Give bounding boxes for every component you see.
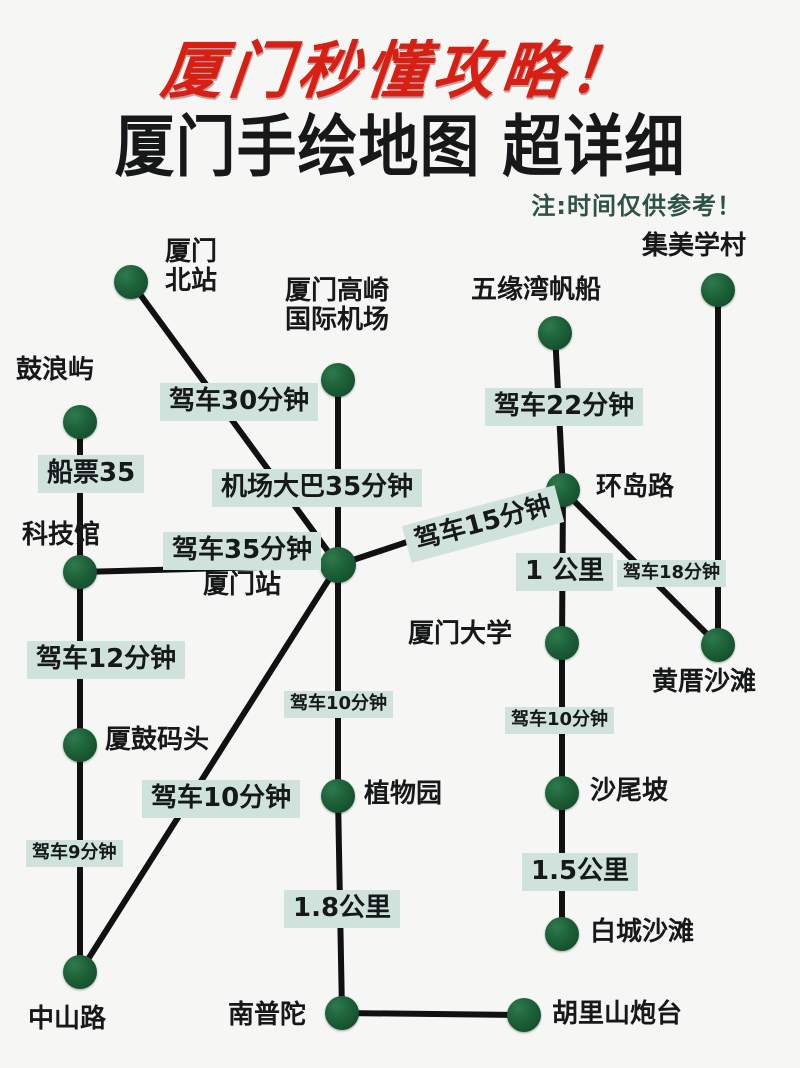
map-node-label-airport: 厦门高崎 国际机场 — [285, 276, 390, 336]
map-node-baicheng_beach[interactable] — [545, 917, 579, 951]
map-node-label-wuyuanwan: 五缘湾帆船 — [471, 275, 602, 305]
map-edge-label-e_shaweipo_baicheng: 1.5公里 — [522, 853, 639, 891]
map-edge — [339, 1010, 527, 1018]
map-node-label-gulangyu: 鼓浪屿 — [16, 355, 95, 385]
map-edge-label-e_huandao_xmu: 1 公里 — [516, 553, 614, 591]
poster-note: 注:时间仅供参考！ — [531, 192, 742, 220]
map-edge-label-e_botanic_nanputuo: 1.8公里 — [284, 890, 401, 928]
map-node-label-jimei: 集美学村 — [642, 231, 747, 261]
map-edge-label-e_pier_zhongshan: 驾车9分钟 — [26, 840, 123, 867]
map-node-airport[interactable] — [321, 363, 355, 397]
map-node-label-shaweipo: 沙尾坡 — [590, 776, 669, 806]
map-edge-label-e_jimei_huangcuo: 驾车18分钟 — [617, 560, 727, 587]
map-node-shaweipo[interactable] — [545, 776, 579, 810]
map-node-xiamen_north[interactable] — [114, 265, 148, 299]
map-node-label-xiagu_pier: 厦鼓码头 — [105, 725, 210, 755]
map-node-xiagu_pier[interactable] — [63, 728, 97, 762]
map-node-label-huandao_road: 环岛路 — [596, 472, 675, 502]
map-node-label-xiamen_univ: 厦门大学 — [408, 619, 513, 649]
map-edge-label-e_station_botanic: 驾车10分钟 — [284, 691, 394, 718]
map-node-zhongshan_road[interactable] — [63, 955, 97, 989]
map-node-label-nanputuo: 南普陀 — [228, 1000, 307, 1030]
map-node-xiamen_station[interactable] — [320, 547, 356, 583]
map-node-label-xiamen_north: 厦门 北站 — [165, 237, 218, 297]
map-node-botanical[interactable] — [321, 779, 355, 813]
map-node-label-science_museum: 科技馆 — [22, 520, 101, 550]
poster-header: 厦门秒懂攻略！ 厦门手绘地图 超详细 注:时间仅供参考！ — [0, 0, 800, 230]
map-edge-label-e_wuyuan_huandao: 驾车22分钟 — [485, 388, 644, 426]
map-node-huangcuo_beach[interactable] — [701, 628, 735, 662]
map-node-xiamen_univ[interactable] — [545, 626, 579, 660]
map-node-nanputuo[interactable] — [325, 996, 359, 1030]
map-edge-label-e_science_pier: 驾车12分钟 — [27, 641, 186, 679]
map-edge-label-e_gulang_science: 船票35 — [38, 455, 145, 493]
map-node-label-huangcuo_beach: 黄厝沙滩 — [652, 667, 757, 697]
map-node-jimei[interactable] — [701, 273, 735, 307]
map-node-label-zhongshan_road: 中山路 — [28, 1004, 107, 1034]
map-node-label-baicheng_beach: 白城沙滩 — [590, 917, 695, 947]
map-edge-label-e_north_station: 驾车30分钟 — [160, 383, 319, 421]
map-edge-label-e_station_zhongshan: 驾车10分钟 — [142, 780, 301, 818]
map-node-label-botanical: 植物园 — [364, 779, 443, 809]
poster-title-black: 厦门手绘地图 超详细 — [114, 108, 686, 187]
map-edge — [77, 562, 341, 975]
map-node-label-xiamen_station: 厦门站 — [203, 570, 282, 600]
map-edge-label-e_airport_station: 机场大巴35分钟 — [212, 469, 423, 507]
map-node-wuyuanwan[interactable] — [538, 316, 572, 350]
map-node-gulangyu[interactable] — [63, 405, 97, 439]
map-node-label-hulishan: 胡里山炮台 — [552, 999, 683, 1029]
map-edge — [128, 279, 341, 568]
map-node-hulishan[interactable] — [507, 998, 541, 1032]
map-edge-label-e_science_station: 驾车35分钟 — [163, 532, 322, 570]
map-node-science_museum[interactable] — [63, 555, 97, 589]
map-edge-label-e_xmu_shaweipo: 驾车10分钟 — [505, 707, 615, 734]
